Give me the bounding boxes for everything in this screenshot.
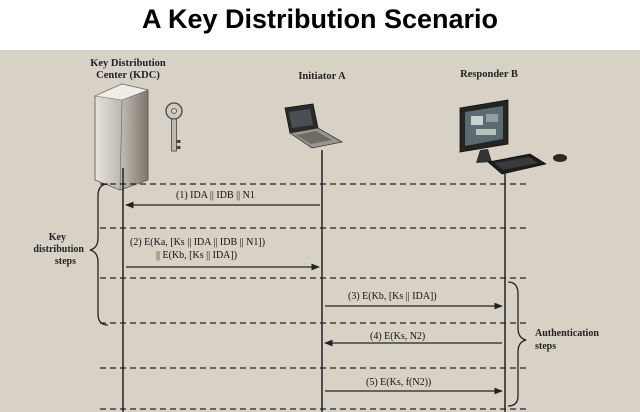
- server-tower-icon: [93, 83, 150, 191]
- key-icon: [165, 102, 183, 152]
- key-distribution-brace: [89, 183, 109, 326]
- key-distribution-label-line3: steps: [55, 256, 76, 267]
- key-distribution-label-line1: Key: [49, 232, 66, 243]
- responder-label: Responder B: [460, 69, 518, 80]
- authentication-label-line2: steps: [535, 341, 556, 352]
- authentication-label-line1: Authentication: [535, 328, 599, 339]
- page-title: A Key Distribution Scenario: [141, 4, 499, 34]
- message-4-label: (4) E(Ks, N2): [370, 331, 425, 342]
- kdc-label-line1: Key Distribution: [90, 58, 166, 69]
- kdc-label-line2: Center (KDC): [96, 70, 160, 81]
- key-distribution-diagram: Key Distribution Center (KDC) Initiator …: [33, 58, 599, 412]
- step-separators: [100, 183, 530, 410]
- key-distribution-label-line2: distribution: [33, 244, 84, 255]
- initiator-label: Initiator A: [298, 71, 346, 82]
- message-5-label: (5) E(Ks, f(N2)): [366, 377, 431, 388]
- authentication-brace: [507, 281, 527, 407]
- desktop-computer-icon: [459, 99, 567, 175]
- message-1-label: (1) IDA || IDB || N1: [176, 190, 255, 201]
- message-3-label: (3) E(Kb, [Ks || IDA]): [348, 291, 437, 302]
- laptop-icon: [284, 103, 344, 149]
- message-2-label-line1: (2) E(Ka, [Ks || IDA || IDB || N1]): [130, 237, 265, 248]
- message-2-label-line2: || E(Kb, [Ks || IDA]): [156, 250, 237, 261]
